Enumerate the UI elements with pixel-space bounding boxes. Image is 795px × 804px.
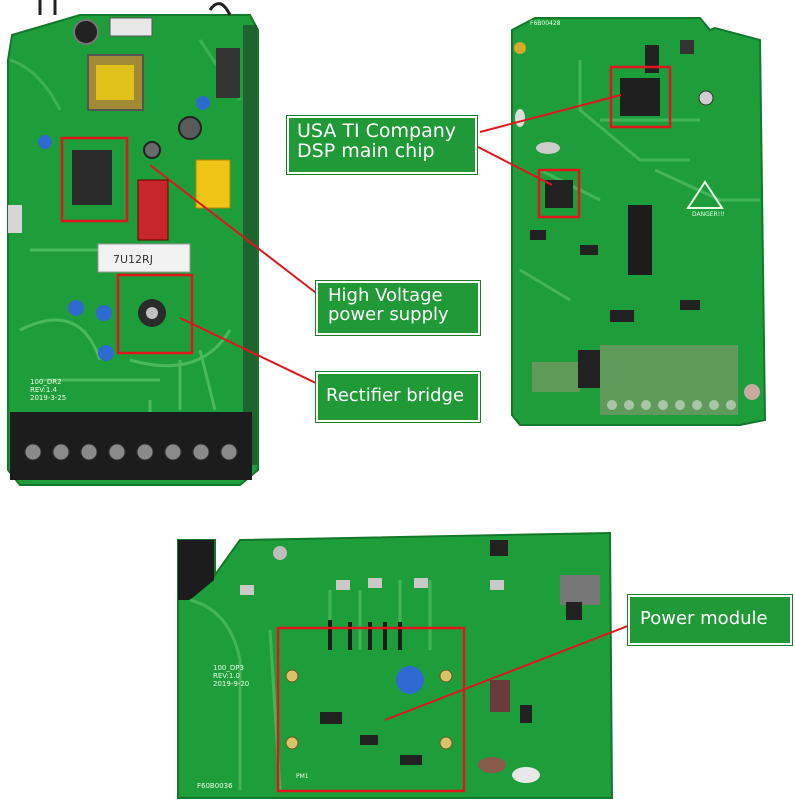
board3-code: F60B0036 bbox=[197, 782, 233, 790]
board2-danger-label: DANGER!!! bbox=[692, 211, 725, 218]
board1-date: 2019-3-25 bbox=[30, 394, 66, 402]
board3-rev: REV:1.0 bbox=[213, 672, 240, 680]
label-high-voltage: High Voltage power supply bbox=[316, 281, 480, 335]
power-module-board: 100_DP3 REV:1.0 2019-9-20 F60B0036 PM1 bbox=[177, 531, 614, 799]
label-dsp-line1: USA TI Company bbox=[297, 120, 456, 142]
pointer-line-dsp-secondary bbox=[477, 146, 553, 186]
label-power-module: Power module bbox=[628, 595, 792, 645]
relay-print: 7U12RJ bbox=[113, 253, 153, 266]
dsp-highlight-box-secondary bbox=[537, 168, 581, 219]
rectifier-highlight-box bbox=[116, 273, 194, 355]
power-board: 7U12RJ 100_DR2 REV:1.4 2019-3-25 bbox=[7, 0, 259, 486]
board2-code: F6B00428 bbox=[530, 20, 561, 27]
label-rect-line1: Rectifier bridge bbox=[326, 385, 465, 406]
pointer-line-dsp-main bbox=[479, 94, 622, 133]
label-dsp-line2: DSP main chip bbox=[297, 139, 435, 162]
pointer-line-power-module bbox=[384, 621, 639, 721]
board1-rev: REV:1.4 bbox=[30, 386, 58, 394]
pointer-lines bbox=[149, 94, 639, 721]
board3-date: 2019-9-20 bbox=[213, 680, 249, 688]
pointer-line-rectifier bbox=[179, 317, 321, 386]
pointer-line-hv bbox=[149, 164, 321, 297]
label-rectifier-bridge: Rectifier bridge bbox=[316, 372, 480, 422]
label-dsp-main-chip: USA TI Company DSP main chip bbox=[287, 116, 477, 174]
label-hv-line1: High Voltage bbox=[328, 285, 443, 306]
label-pm-line1: Power module bbox=[640, 608, 768, 629]
board1-model: 100_DR2 bbox=[30, 378, 62, 386]
board3-model: 100_DP3 bbox=[213, 664, 244, 672]
label-hv-line2: power supply bbox=[328, 303, 449, 325]
board3-pm-label: PM1 bbox=[296, 773, 309, 780]
power-module-highlight-box bbox=[276, 626, 466, 793]
control-board: F6B00428 DANGER!!! bbox=[511, 17, 767, 426]
hv-highlight-box bbox=[60, 136, 129, 223]
